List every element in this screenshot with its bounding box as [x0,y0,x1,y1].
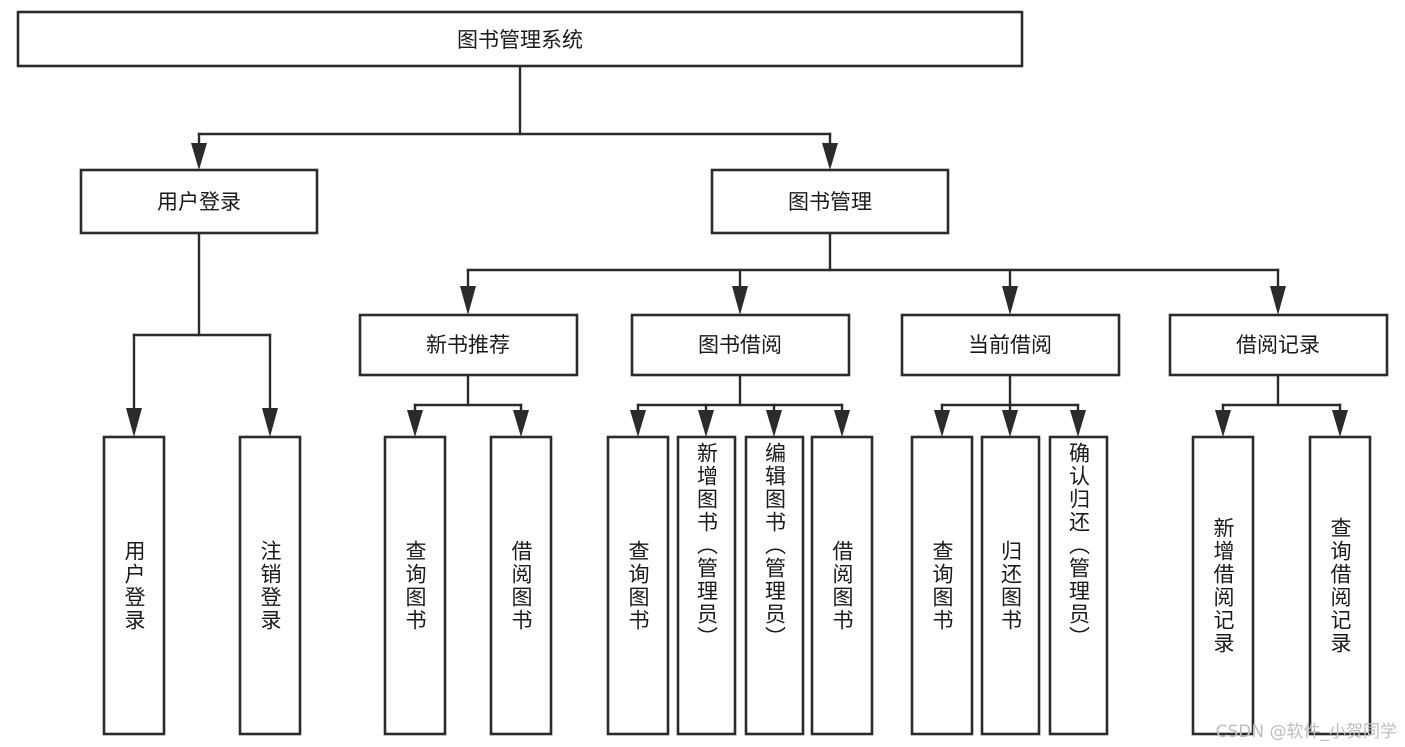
node-leaf-borrow-book-1-label: 借阅图书 [509,539,533,632]
node-book-management-label: 图书管理 [788,190,872,214]
node-leaf-query-book-2-label: 查询图书 [626,539,650,632]
arrow-borrow-c4-icon [834,410,850,437]
node-root-label: 图书管理系统 [457,28,583,52]
node-leaf-query-book-3[interactable] [910,435,974,736]
node-leaf-return-book[interactable] [980,435,1041,736]
arrow-bookmgmt-c2-icon [732,286,748,315]
node-leaf-return-book-label: 归还图书 [998,539,1023,632]
node-leaf-add-book-admin[interactable] [676,435,737,736]
node-leaf-borrow-book-2[interactable] [810,435,874,736]
node-leaf-confirm-return-admin[interactable] [1048,435,1109,736]
arrow-bookmgmt-c4-icon [1270,286,1286,315]
node-leaf-borrow-book-2-label: 借阅图书 [830,539,854,632]
node-leaf-edit-book-admin[interactable] [744,435,805,736]
node-leaf-borrow-book-1[interactable] [489,435,553,736]
arrow-login-child2-icon [262,408,278,437]
node-leaf-edit-book-admin-label: 编辑图书（管理员） [762,442,787,649]
arrow-bookmgmt-c3-icon [1002,286,1018,315]
node-current-borrow-label: 当前借阅 [968,333,1052,357]
arrow-current-c1-icon [934,410,950,437]
node-leaf-logout[interactable] [238,435,302,736]
node-new-book-recommend[interactable] [358,313,579,377]
node-leaf-query-book-3-label: 查询图书 [930,539,954,632]
node-leaf-query-borrow-record[interactable] [1308,435,1372,736]
arrow-bookmgmt-c1-icon [460,286,476,315]
node-root[interactable] [16,10,1024,68]
node-book-borrow[interactable] [630,313,851,377]
arrow-borrow-c2-icon [698,410,714,437]
node-current-borrow[interactable] [900,313,1121,377]
csdn-watermark: CSDN @软件_小贺同学 [1215,722,1397,742]
arrow-login-child1-icon [126,408,142,437]
node-borrow-record-label: 借阅记录 [1236,333,1320,357]
node-leaf-query-book-1[interactable] [383,435,447,736]
node-layer [16,10,1389,736]
arrow-record-c2-icon [1332,410,1348,437]
node-leaf-add-borrow-record[interactable] [1191,435,1255,736]
arrow-current-c2-icon [1002,410,1018,437]
arrow-record-c1-icon [1215,410,1231,437]
horizontal-label-layer: 图书管理系统 用户登录 图书管理 新书推荐 图书借阅 当前借阅 借阅记录 [157,28,1320,357]
arrow-root-to-login-icon [191,143,207,170]
node-book-management[interactable] [710,168,950,235]
node-leaf-user-login[interactable] [102,435,166,736]
arrow-recommend-c2-icon [513,410,529,437]
node-leaf-user-login-label: 用户登录 [122,539,146,632]
arrow-borrow-c1-icon [630,410,646,437]
node-leaf-confirm-return-admin-label: 确认归还（管理员） [1066,442,1091,649]
node-borrow-record[interactable] [1168,313,1389,377]
node-user-login-label: 用户登录 [157,190,241,214]
arrow-current-c3-icon [1070,410,1086,437]
node-leaf-logout-label: 注销登录 [258,539,282,632]
node-leaf-add-book-admin-label: 新增图书（管理员） [694,442,719,649]
arrow-borrow-c3-icon [766,410,782,437]
arrow-root-to-bookmgmt-icon [822,143,838,170]
vertical-label-layer: 用户登录 注销登录 查询图书 借阅图书 查询图书 [122,442,1352,655]
connector-layer [126,64,1348,437]
node-new-book-recommend-label: 新书推荐 [426,333,510,357]
node-user-login[interactable] [79,168,319,235]
node-leaf-add-borrow-record-label: 新增借阅记录 [1211,516,1235,655]
node-book-borrow-label: 图书借阅 [698,333,782,357]
arrow-recommend-c1-icon [407,410,423,437]
node-leaf-query-book-2[interactable] [606,435,670,736]
node-leaf-query-borrow-record-label: 查询借阅记录 [1328,516,1352,655]
node-leaf-query-book-1-label: 查询图书 [403,539,427,632]
